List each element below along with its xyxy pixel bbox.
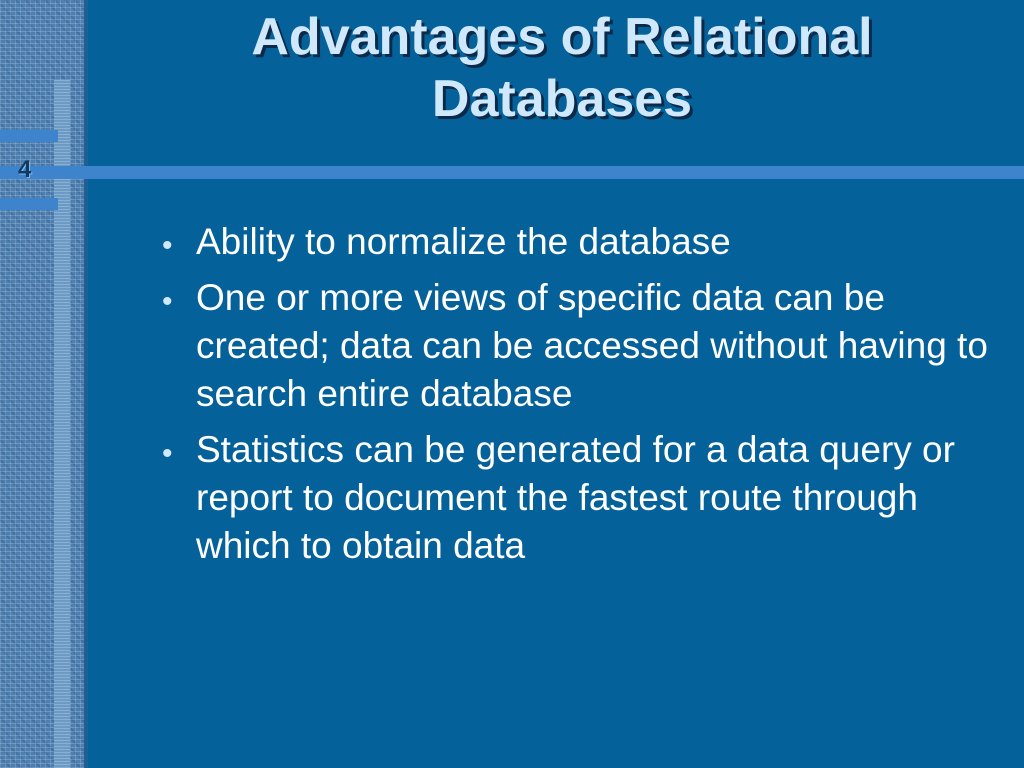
slide-title-line-1: Advantages of Relational <box>251 8 873 66</box>
band-marker-bottom <box>0 198 58 210</box>
left-band-edge <box>84 0 88 768</box>
bullet-dot-icon: • <box>162 229 173 262</box>
slide-title: Advantages of Relational Databases <box>100 6 1024 130</box>
bullet-text: Statistics can be generated for a data q… <box>196 429 955 566</box>
title-divider-rule <box>0 166 1024 179</box>
decorative-left-band <box>0 0 86 768</box>
bullet-item: • Statistics can be generated for a data… <box>158 426 998 570</box>
slide-title-line-2: Databases <box>431 70 693 128</box>
bullet-text: One or more views of specific data can b… <box>196 277 988 414</box>
band-marker-top <box>0 130 58 142</box>
bullet-dot-icon: • <box>162 285 173 318</box>
slide-number: 4 <box>18 156 32 183</box>
bullet-item: • One or more views of specific data can… <box>158 274 998 418</box>
bullet-item: • Ability to normalize the database <box>158 218 998 266</box>
bullet-list: • Ability to normalize the database • On… <box>158 218 998 578</box>
decorative-left-stripe <box>54 80 70 768</box>
bullet-dot-icon: • <box>162 437 173 470</box>
bullet-text: Ability to normalize the database <box>196 221 731 262</box>
